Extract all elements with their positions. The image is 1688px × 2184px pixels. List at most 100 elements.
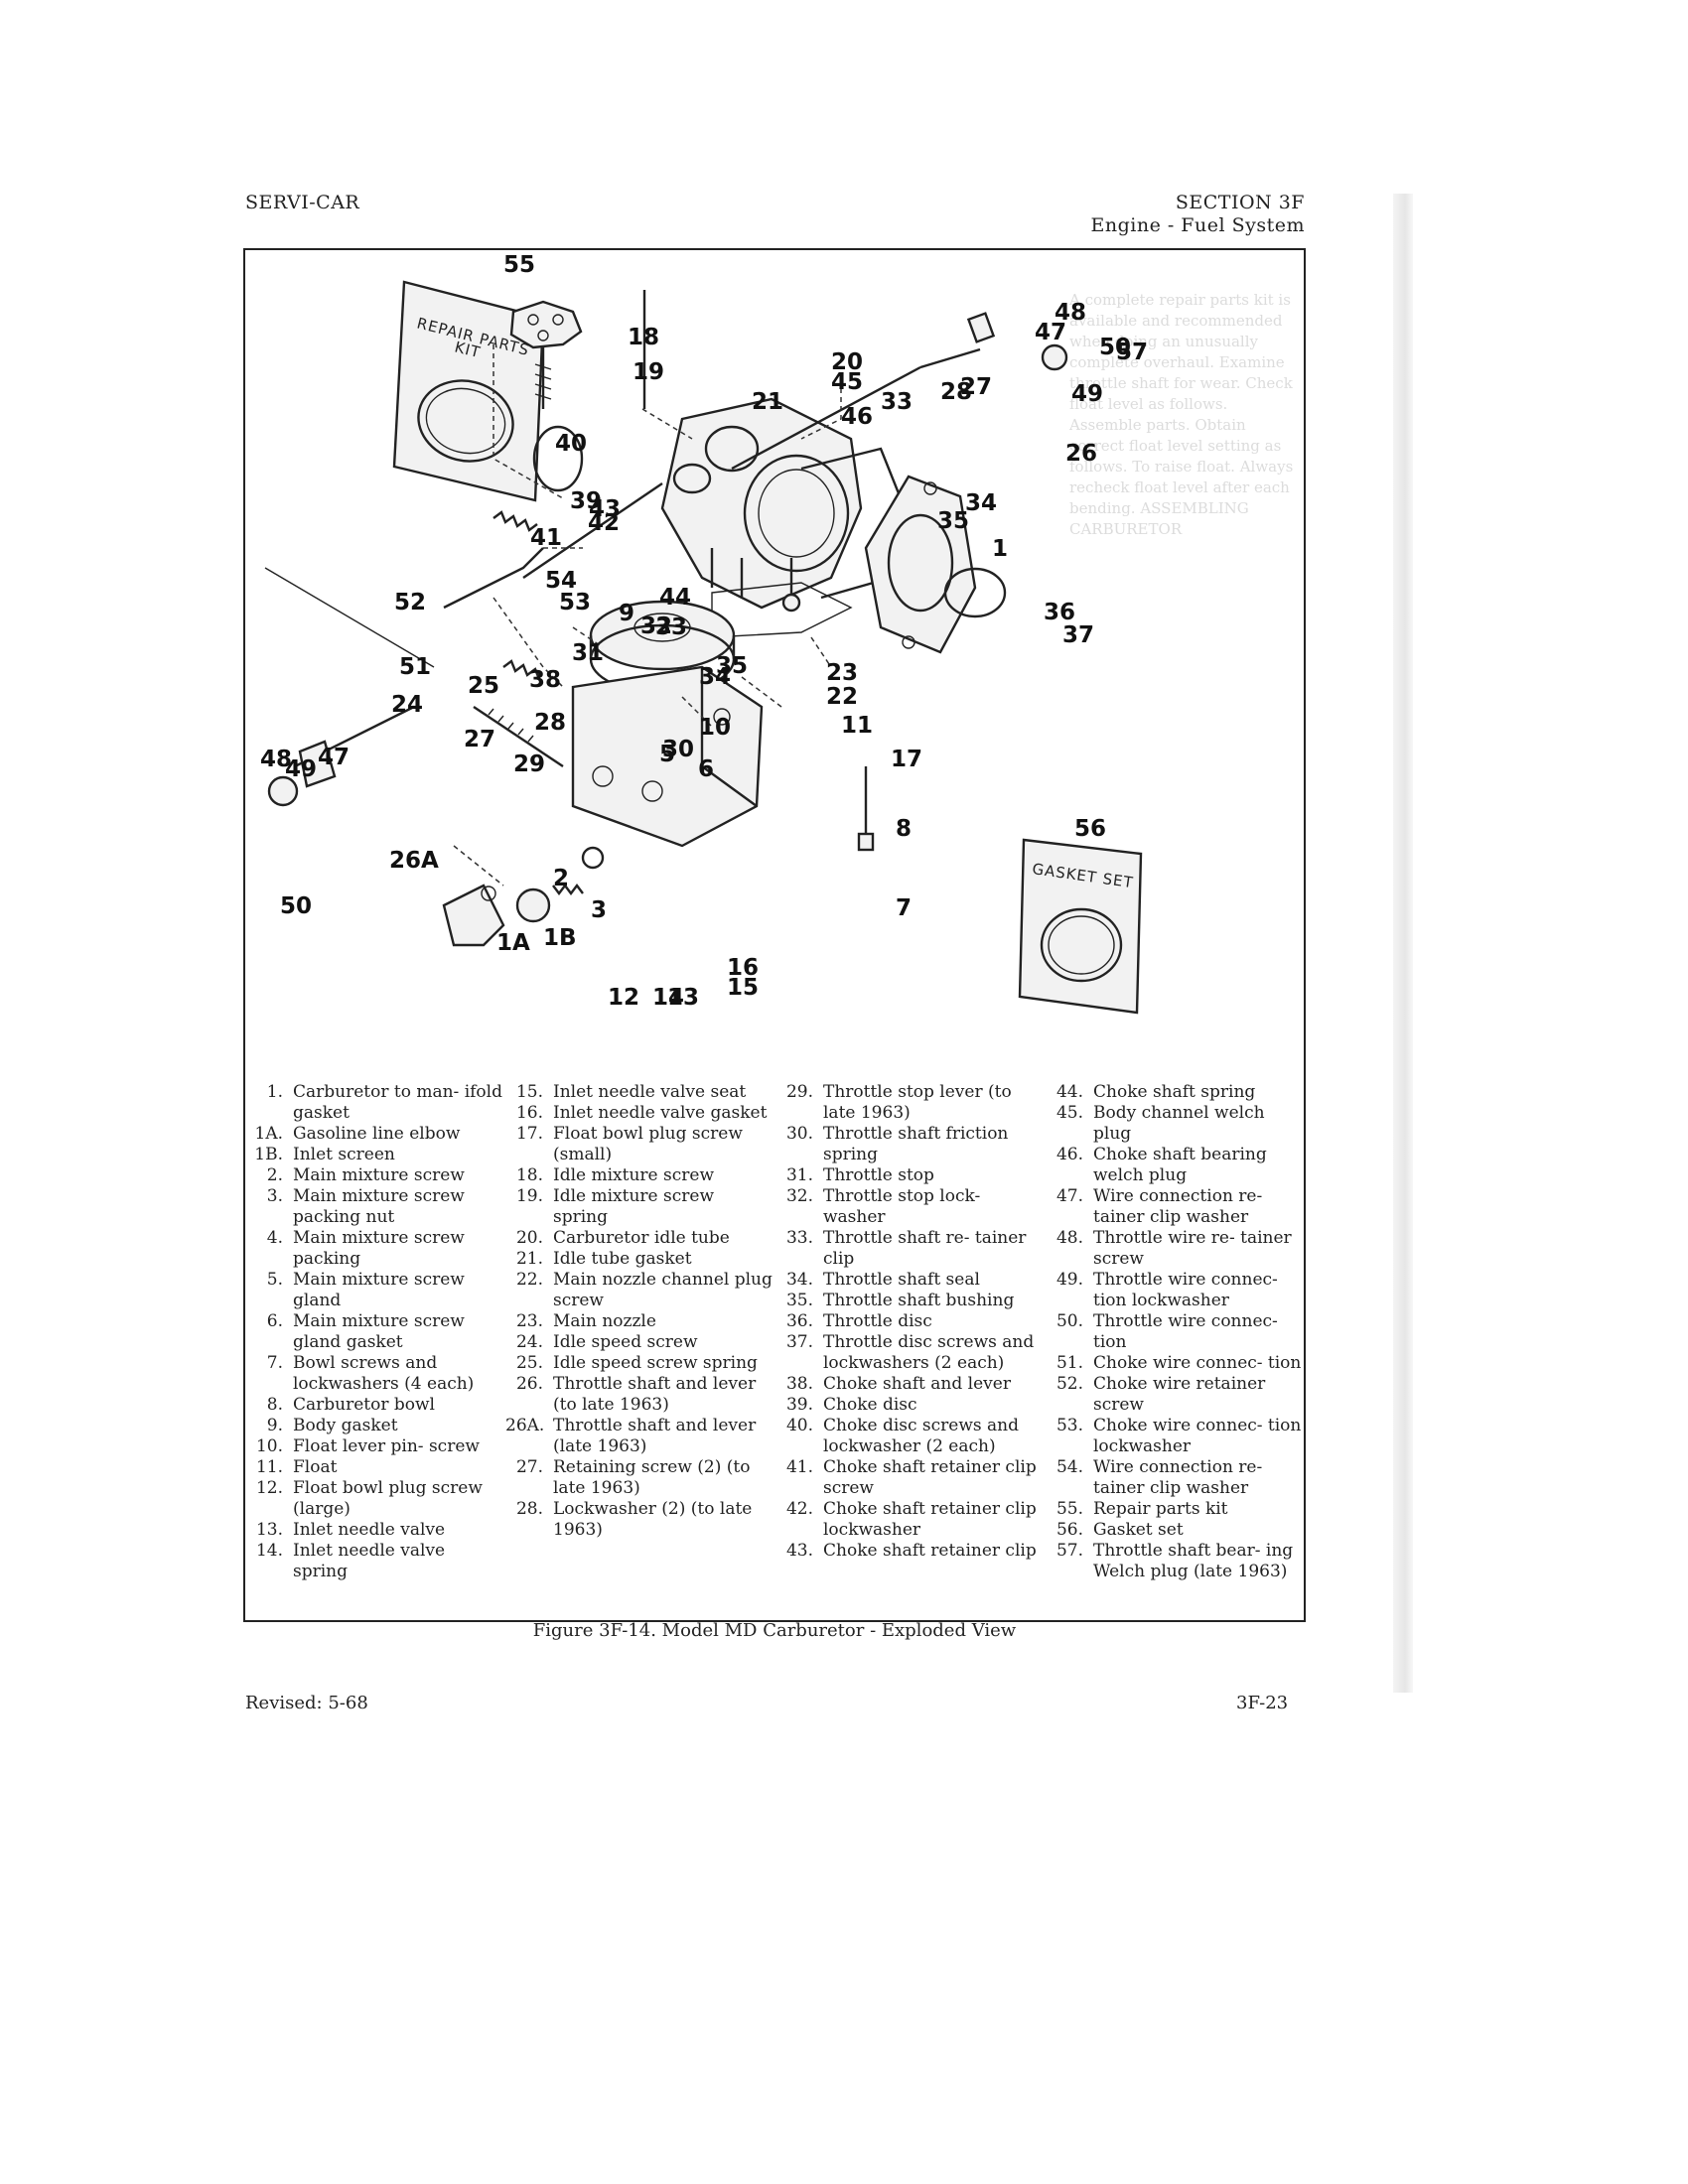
legend-item-number: 33.: [785, 1228, 813, 1248]
footer-revised: Revised: 5-68: [245, 1693, 368, 1713]
figure-frame: A complete repair parts kit is available…: [243, 248, 1306, 1641]
legend-item-label: Wire connection re- tainer clip washer: [1093, 1457, 1263, 1498]
legend-item: 40.Choke disc screws and lockwasher (2 e…: [775, 1416, 1046, 1457]
legend-item-number: 14.: [255, 1541, 283, 1561]
callout-3: 3: [591, 897, 607, 923]
scan-edge-shadow: [1393, 194, 1413, 1693]
callout-19: 19: [633, 359, 664, 385]
callout-26: 26: [1065, 441, 1097, 467]
legend-item: 27.Retaining screw (2) (to late 1963): [505, 1457, 774, 1499]
legend-item-number: 37.: [785, 1332, 813, 1352]
legend-item: 1.Carburetor to man- ifold gasket: [245, 1082, 503, 1124]
callout-2: 2: [553, 866, 569, 891]
legend-item-number: 39.: [785, 1395, 813, 1415]
legend-item-label: Throttle stop lever (to late 1963): [823, 1082, 1012, 1123]
callout-54: 54: [545, 568, 577, 594]
legend-item-label: Repair parts kit: [1093, 1499, 1228, 1519]
callout-18: 18: [628, 325, 659, 350]
legend-item-label: Throttle shaft friction spring: [823, 1124, 1009, 1164]
callout-28: 28: [534, 710, 566, 736]
callout-13: 13: [667, 985, 699, 1011]
legend-item-number: 6.: [266, 1311, 283, 1331]
legend-item-label: Idle tube gasket: [553, 1249, 692, 1269]
legend-item-number: 31.: [785, 1165, 813, 1185]
legend-item-number: 2.: [266, 1165, 283, 1185]
legend-item-number: 24.: [515, 1332, 543, 1352]
legend-item: 29.Throttle stop lever (to late 1963): [775, 1082, 1046, 1124]
callout-34: 34: [699, 664, 731, 690]
legend-item: 48.Throttle wire re- tainer screw: [1046, 1228, 1302, 1270]
throttle-shaft-top: [731, 365, 921, 471]
legend-item: 2.Main mixture screw: [245, 1165, 503, 1186]
header-manual-title: SERVI-CAR: [245, 192, 360, 213]
legend-item-number: 5.: [266, 1270, 283, 1290]
legend-item-label: Choke shaft and lever: [823, 1374, 1011, 1394]
main-mixture-screw: [473, 706, 564, 767]
callout-17: 17: [891, 747, 922, 772]
callout-15: 15: [727, 975, 759, 1001]
callout-37: 37: [1062, 622, 1094, 648]
legend-item: 50.Throttle wire connec- tion: [1046, 1311, 1302, 1353]
legend-item: 10. Float lever pin- screw: [245, 1436, 503, 1457]
legend-item: 17.Float bowl plug screw (small): [505, 1124, 774, 1165]
legend-item-number: 54.: [1055, 1457, 1083, 1477]
legend-item-label: Lockwasher (2) (to late 1963): [553, 1499, 753, 1540]
legend-item-label: Throttle wire re- tainer screw: [1093, 1228, 1292, 1269]
legend-item-number: 21.: [515, 1249, 543, 1269]
callout-46: 46: [841, 404, 873, 430]
callout-28: 28: [940, 379, 972, 405]
legend-item: 19.Idle mixture screw spring: [505, 1186, 774, 1228]
callout-30: 30: [662, 737, 694, 762]
callout-48: 48: [1055, 300, 1086, 326]
callout-1B: 1B: [543, 925, 577, 951]
callout-49: 49: [1071, 381, 1103, 407]
callout-36: 36: [1044, 600, 1075, 625]
legend-item: 42.Choke shaft retainer clip lockwasher: [775, 1499, 1046, 1541]
callout-21: 21: [752, 389, 783, 415]
legend-item-label: Carburetor bowl: [293, 1395, 435, 1415]
legend-item-label: Wire connection re- tainer clip washer: [1093, 1186, 1263, 1227]
legend-item: 31.Throttle stop: [775, 1165, 1046, 1186]
legend-item: 14.Inlet needle valve spring: [245, 1541, 503, 1582]
legend-item-number: 57.: [1055, 1541, 1083, 1561]
callout-40: 40: [555, 431, 587, 457]
callout-43: 43: [589, 496, 621, 522]
legend-item: 53.Choke wire connec- tion lockwasher: [1046, 1416, 1302, 1457]
legend-item-label: Float lever pin- screw: [293, 1436, 480, 1456]
legend-item: 43.Choke shaft retainer clip: [775, 1541, 1046, 1562]
legend-item-number: 51.: [1055, 1353, 1083, 1373]
legend-item-number: 38.: [785, 1374, 813, 1394]
legend-item-label: Choke shaft spring: [1093, 1082, 1256, 1102]
callout-55: 55: [503, 252, 535, 278]
callout-57: 57: [1116, 340, 1148, 365]
legend-item-label: Inlet screen: [293, 1145, 395, 1164]
callout-7: 7: [896, 895, 912, 921]
legend-item: 51.Choke wire connec- tion: [1046, 1353, 1302, 1374]
legend-item: 41.Choke shaft retainer clip screw: [775, 1457, 1046, 1499]
legend-item: 13.Inlet needle valve: [245, 1520, 503, 1541]
legend-item-number: 53.: [1055, 1416, 1083, 1435]
legend-item: 20.Carburetor idle tube: [505, 1228, 774, 1249]
callout-24: 24: [391, 692, 423, 718]
header-section-number: SECTION 3F: [1175, 192, 1305, 213]
gasoline-line-elbow: [442, 884, 505, 947]
callout-22: 22: [826, 684, 858, 710]
legend-item-number: 1A.: [254, 1124, 284, 1144]
callout-33: 33: [655, 614, 687, 640]
legend-item-number: 42.: [785, 1499, 813, 1519]
legend-item-number: 26A.: [505, 1416, 545, 1435]
legend-item: 22.Main nozzle channel plug screw: [505, 1270, 774, 1311]
legend-item-number: 35.: [785, 1291, 813, 1310]
idle-mixture-knob: [509, 300, 583, 409]
legend-item-number: 56.: [1055, 1520, 1083, 1540]
legend-item-number: 44.: [1055, 1082, 1083, 1102]
legend-item-number: 8.: [266, 1395, 283, 1415]
legend-item-label: Float: [293, 1457, 338, 1477]
legend-item-number: 10.: [255, 1436, 283, 1456]
callout-49: 49: [285, 756, 317, 782]
legend-item: 57.Throttle shaft bear- ing Welch plug (…: [1046, 1541, 1302, 1582]
legend-item-label: Main mixture screw packing: [293, 1228, 465, 1269]
